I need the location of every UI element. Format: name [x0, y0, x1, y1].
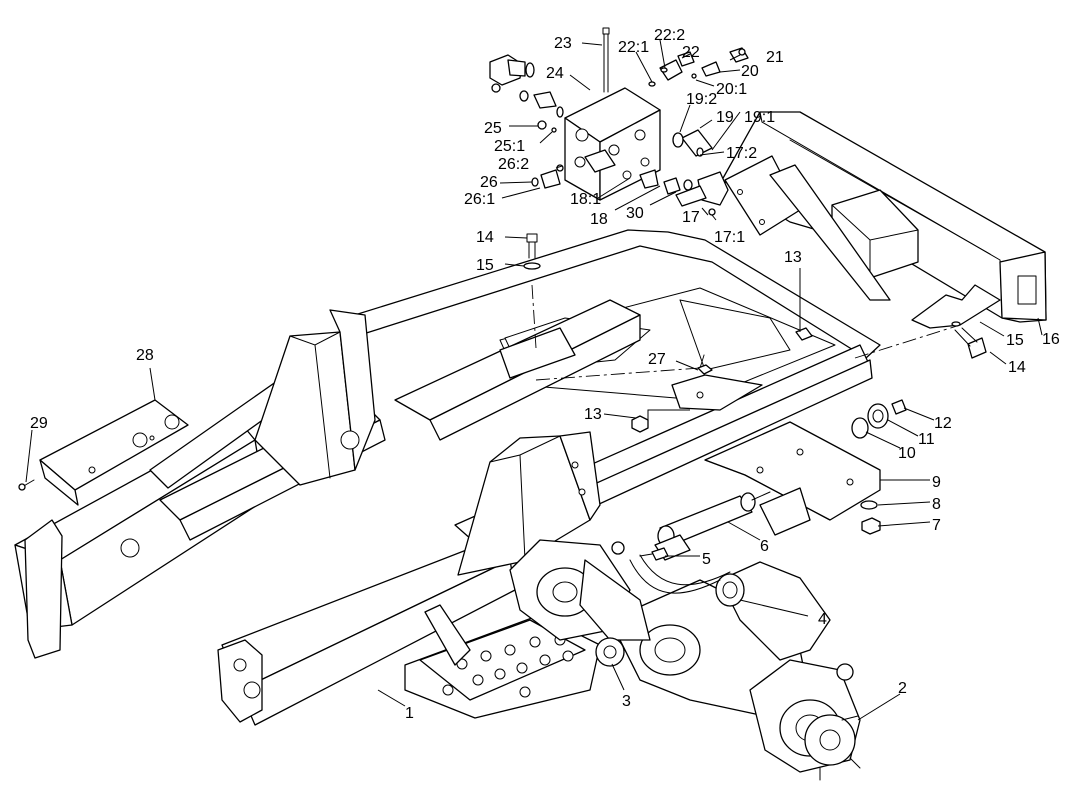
- callout-22: 22: [682, 44, 700, 61]
- callout-30: 30: [626, 205, 644, 222]
- callout-13-upper: 13: [784, 249, 802, 266]
- front-axle: [509, 539, 861, 781]
- callout-labels: 1 2 3 4 5 6 7 8 9 10 11 12 13 13 14 14 1…: [30, 27, 1060, 722]
- bracket-28: [39, 399, 189, 506]
- callout-29: 29: [30, 415, 48, 432]
- callout-2: 2: [898, 680, 907, 697]
- callout-14-right: 14: [1008, 359, 1026, 376]
- rod-23: [602, 27, 610, 93]
- callout-27: 27: [648, 351, 666, 368]
- washer-15-upper: [523, 262, 541, 270]
- callout-12: 12: [934, 415, 952, 432]
- bolt-27: [697, 364, 713, 375]
- steering-cylinder: [654, 491, 771, 561]
- callout-24: 24: [546, 65, 564, 82]
- callout-13-lower: 13: [584, 406, 602, 423]
- callout-3: 3: [622, 693, 631, 710]
- callout-19: 19: [716, 109, 734, 126]
- callout-15-upper: 15: [476, 257, 494, 274]
- callout-16: 16: [1042, 331, 1060, 348]
- callout-11: 11: [918, 431, 935, 448]
- bolt-14-right: [954, 327, 987, 359]
- washer-15-right: [951, 321, 961, 327]
- callout-15-right: 15: [1006, 332, 1024, 349]
- fittings-lower-17-18: [639, 169, 729, 216]
- callout-7: 7: [932, 517, 941, 534]
- callout-26: 26: [480, 174, 498, 191]
- cylinder-mount-plate: [704, 421, 881, 536]
- callout-8: 8: [932, 496, 941, 513]
- nut-13-lower: [631, 415, 649, 433]
- callout-22-2: 22:2: [654, 27, 685, 44]
- callout-25: 25: [484, 120, 502, 137]
- leader-lines: [25, 39, 1043, 721]
- fittings-left-25-26: [531, 120, 564, 189]
- callout-18-1: 18:1: [570, 191, 601, 208]
- callout-21: 21: [766, 49, 784, 66]
- callout-5: 5: [702, 551, 711, 568]
- callout-20: 20: [741, 63, 759, 80]
- callout-17: 17: [682, 209, 700, 226]
- callout-9: 9: [932, 474, 941, 491]
- callout-17-1: 17:1: [714, 229, 745, 246]
- callout-23: 23: [554, 35, 572, 52]
- callout-14-upper: 14: [476, 229, 494, 246]
- foot-step: [404, 604, 601, 719]
- callout-1: 1: [405, 705, 414, 722]
- callout-6: 6: [760, 538, 769, 555]
- rear-subframe: [721, 111, 1047, 329]
- hardware-7-8: [860, 500, 881, 535]
- valve-block: [564, 87, 661, 201]
- fittings-right-19: [672, 129, 713, 157]
- callout-17-2: 17:2: [726, 145, 757, 162]
- callout-19-2: 19:2: [686, 91, 717, 108]
- callout-20-1: 20:1: [716, 81, 747, 98]
- callout-26-2: 26:2: [498, 156, 529, 173]
- callout-18: 18: [590, 211, 608, 228]
- callout-25-1: 25:1: [494, 138, 525, 155]
- fittings-upper-right: [648, 47, 749, 87]
- fittings-upper-left: [489, 54, 564, 118]
- main-frame: [14, 229, 961, 726]
- callout-4: 4: [818, 611, 827, 628]
- callout-19-1: 19:1: [744, 109, 775, 126]
- callout-10: 10: [898, 445, 916, 462]
- callout-28: 28: [136, 347, 154, 364]
- callout-22-1: 22:1: [618, 39, 649, 56]
- screw-29: [18, 479, 35, 491]
- callout-26-1: 26:1: [464, 191, 495, 208]
- bolt-14-upper: [526, 233, 538, 259]
- hardware-10-11-12: [851, 399, 907, 439]
